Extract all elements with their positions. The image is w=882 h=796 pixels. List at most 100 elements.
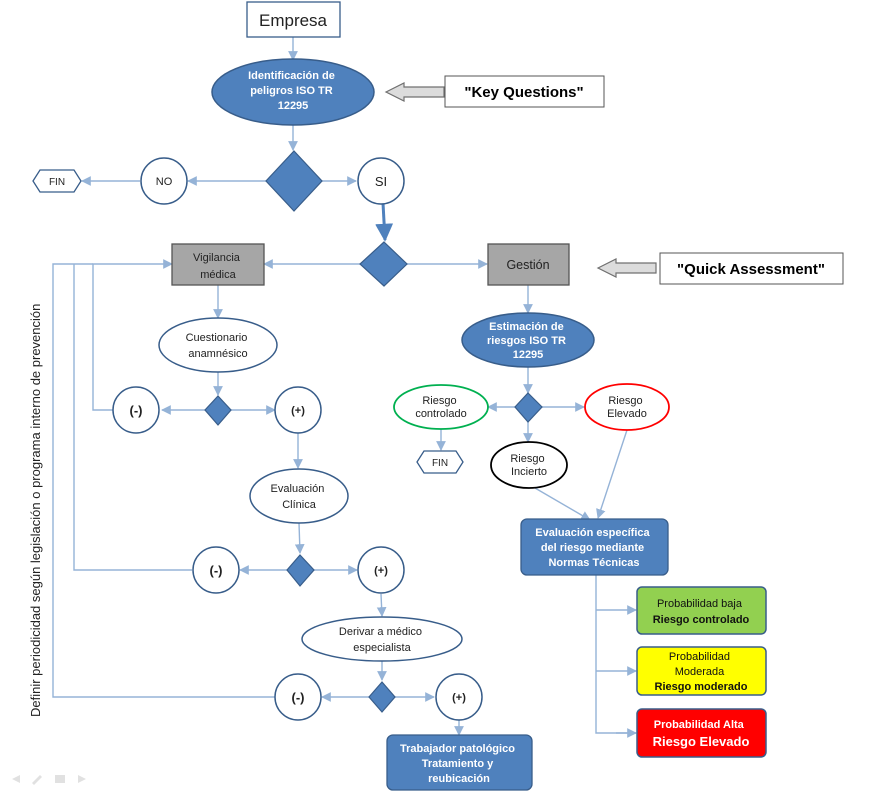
cuestionario-line-2: anamnésico [188, 348, 247, 360]
riesgo-incierto-ellipse: Riesgo Incierto [490, 441, 568, 489]
trabajador-line-2: Tratamiento y [422, 758, 494, 770]
minus-3-label: (-) [292, 690, 305, 705]
riesgo-incierto-line-2: Incierto [511, 466, 547, 478]
plus-1-label: (+) [291, 405, 305, 417]
evaluacion-especifica-line-1: Evaluación específica [535, 527, 650, 539]
si-label: SI [375, 174, 387, 189]
svg-text:Vigilancia médica: Vigilancia médica [193, 252, 243, 281]
riesgo-elevado-ellipse: Riesgo Elevado [584, 383, 670, 431]
svg-text:Derivar a médico especi: Derivar a médico especialista [339, 626, 425, 654]
vigilancia-box: Vigilancia médica [171, 243, 265, 286]
fin-mid-hexagon: FIN [416, 450, 464, 474]
connector-loop-minus3 [52, 263, 275, 698]
fin-top-label: FIN [49, 177, 65, 188]
plus-circle-2: (+) [357, 546, 405, 594]
prob-baja-line-2: Riesgo controlado [653, 614, 750, 626]
svg-text:Evaluación específica de: Evaluación específica del riesgo mediant… [535, 527, 652, 569]
derivar-line-2: especialista [353, 642, 411, 654]
riesgo-elevado-line-1: Riesgo [608, 395, 642, 407]
svg-text:Trabajador patológico Tr: Trabajador patológico Tratamiento y reub… [400, 743, 518, 785]
riesgo-controlado-line-2: controlado [415, 408, 466, 420]
decision-diamond-1 [265, 150, 323, 212]
minus-1-label: (-) [130, 403, 143, 418]
plus-circle-1: (+) [274, 386, 322, 434]
derivar-ellipse: Derivar a médico especialista [301, 616, 463, 662]
identificacion-ellipse: Identificación de peligros ISO TR 12295 [211, 58, 375, 126]
svg-text:Riesgo controlado: Riesgo controlado [415, 395, 466, 420]
evaluacion-clinica-line-1: Evaluación [271, 483, 325, 495]
svg-text:Evaluación Clínica: Evaluación Clínica [271, 483, 328, 511]
decision-diamond-4 [286, 554, 315, 587]
quick-assessment-arrow-icon [596, 258, 657, 278]
evaluacion-especifica-box: Evaluación específica del riesgo mediant… [520, 518, 669, 576]
prob-moderada-box: Probabilidad Moderada Riesgo moderado [636, 646, 767, 696]
estimacion-line-3: 12295 [513, 349, 544, 361]
trabajador-box: Trabajador patológico Tratamiento y reub… [386, 734, 533, 791]
decision-diamond-6 [514, 392, 543, 423]
empresa-box: Empresa [246, 1, 341, 38]
quick-assessment-label: "Quick Assessment" [677, 261, 825, 278]
si-circle: SI [357, 157, 405, 205]
riesgo-incierto-line-1: Riesgo [510, 453, 544, 465]
identificacion-line-2: peligros ISO TR [250, 85, 333, 97]
svg-text:Identificación de pelig: Identificación de peligros ISO TR 12295 [248, 70, 338, 112]
estimacion-line-1: Estimación de [489, 321, 564, 333]
connector-incierto-evaluacion [534, 487, 591, 521]
trabajador-line-1: Trabajador patológico [400, 743, 515, 755]
svg-text:Estimación de riesgos IS: Estimación de riesgos ISO TR 12295 [487, 321, 569, 361]
cuestionario-line-1: Cuestionario [186, 332, 248, 344]
plus-2-label: (+) [374, 565, 388, 577]
key-questions-box: "Key Questions" [444, 75, 605, 108]
side-label: Definir periodicidad según legislación o… [28, 304, 43, 717]
decision-diamond-5 [368, 681, 396, 713]
no-label: NO [156, 176, 173, 188]
estimacion-ellipse: Estimación de riesgos ISO TR 12295 [461, 312, 595, 368]
derivar-line-1: Derivar a médico [339, 626, 422, 638]
evaluacion-clinica-ellipse: Evaluación Clínica [249, 468, 349, 524]
svg-text:Probabilidad Moderada: Probabilidad Moderada Riesgo moderado [655, 651, 748, 693]
prob-alta-line-2: Riesgo Elevado [653, 734, 750, 749]
key-questions-arrow-icon [384, 82, 445, 102]
connector-loop-minus1 [92, 259, 173, 411]
connector-loop-minus2 [73, 264, 192, 571]
prob-alta-line-1: Probabilidad Alta [654, 719, 745, 731]
gestion-label: Gestión [506, 258, 549, 272]
identificacion-line-3: 12295 [278, 100, 309, 112]
vigilancia-line-1: Vigilancia [193, 252, 241, 264]
estimacion-line-2: riesgos ISO TR [487, 335, 566, 347]
connector-plus2-derivar [376, 593, 387, 617]
slide-controls-icon[interactable] [12, 775, 86, 785]
evaluacion-especifica-line-3: Normas Técnicas [548, 557, 639, 569]
connector-evaluacion-prob-branch [595, 575, 636, 734]
plus-circle-3: (+) [435, 673, 483, 721]
decision-diamond-2 [359, 241, 408, 287]
connector-si-decision2 [375, 202, 394, 242]
empresa-label: Empresa [259, 11, 328, 30]
minus-2-label: (-) [210, 563, 223, 578]
minus-circle-1: (-) [112, 386, 160, 434]
connector-elevado-evaluacion [596, 429, 628, 519]
gestion-box: Gestión [487, 243, 570, 286]
evaluacion-clinica-line-2: Clínica [282, 499, 317, 511]
riesgo-controlado-line-1: Riesgo [422, 395, 456, 407]
quick-assessment-box: "Quick Assessment" [659, 252, 844, 285]
svg-text:Probabilidad baja Riesgo: Probabilidad baja Riesgo controlado [653, 598, 750, 626]
key-questions-label: "Key Questions" [464, 84, 583, 101]
plus-3-label: (+) [452, 692, 466, 704]
cuestionario-ellipse: Cuestionario anamnésico [158, 317, 278, 373]
prob-alta-box: Probabilidad Alta Riesgo Elevado [636, 708, 767, 758]
minus-circle-3: (-) [274, 673, 322, 721]
minus-circle-2: (-) [192, 546, 240, 594]
decision-diamond-3 [204, 395, 232, 426]
no-circle: NO [140, 157, 188, 205]
vigilancia-line-2: médica [200, 269, 236, 281]
prob-baja-line-1: Probabilidad baja [657, 598, 743, 610]
prob-moderada-line-1: Probabilidad [669, 651, 730, 663]
fin-top-hexagon: FIN [32, 169, 82, 193]
connector-evaluacion-decision [294, 522, 305, 554]
evaluacion-especifica-line-2: del riesgo mediante [541, 542, 644, 554]
svg-text:Riesgo Elevado: Riesgo Elevado [607, 395, 647, 420]
riesgo-controlado-ellipse: Riesgo controlado [393, 384, 489, 430]
riesgo-elevado-line-2: Elevado [607, 408, 647, 420]
